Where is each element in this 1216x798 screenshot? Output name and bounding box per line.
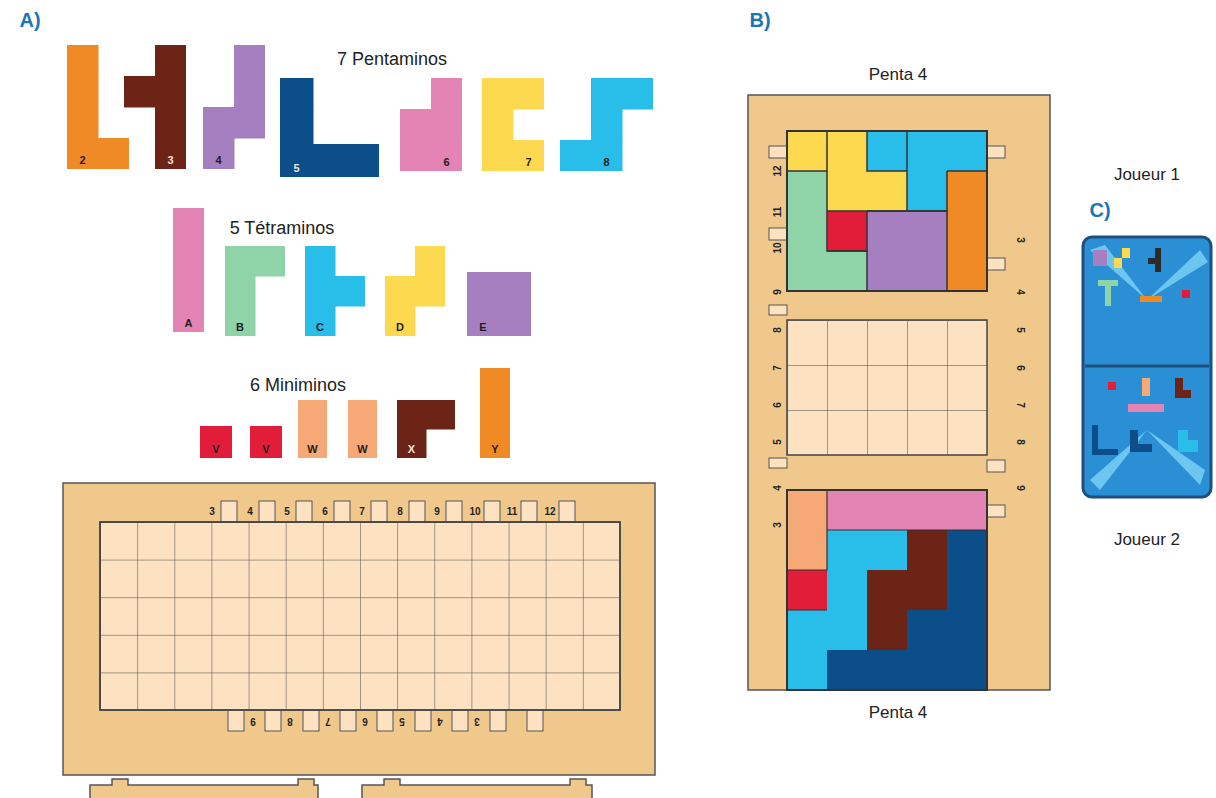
slot-number: 8 (772, 327, 783, 333)
slot-number: 5 (399, 716, 405, 727)
piece-letter: Y (480, 442, 510, 456)
piece-letter: 6 (431, 155, 462, 169)
section-heading: 6 Miniminos (250, 376, 346, 396)
puzzle-piece: 6 (400, 78, 462, 171)
slot-number: 5 (772, 439, 783, 445)
piece-letter: 5 (280, 161, 313, 175)
puzzle-piece: D (385, 246, 445, 336)
slot-number: 10 (772, 242, 783, 253)
slot-number: 6 (772, 402, 783, 408)
slot-number: 8 (287, 716, 293, 727)
slot-number: 4 (772, 485, 783, 491)
panel-letter: C) (1089, 199, 1110, 221)
slot-number: 3 (474, 716, 480, 727)
slot-number: 3 (772, 522, 783, 528)
piece-letter: 7 (513, 155, 544, 169)
slot-number: 9 (250, 716, 256, 727)
penta-board (748, 95, 1050, 690)
puzzle-piece: B (225, 246, 285, 336)
game-box (1083, 237, 1211, 497)
puzzle-piece: 3 (124, 45, 186, 169)
piece-letter: W (298, 442, 327, 456)
slot-number: 3 (1015, 237, 1026, 243)
slot-number: 7 (325, 716, 331, 727)
puzzle-piece: Y (480, 368, 510, 458)
piece-letter: V (200, 442, 232, 456)
puzzle-piece: A (173, 208, 204, 332)
piece-shape (203, 45, 265, 169)
piece-letter: D (385, 320, 415, 334)
piece-letter: V (250, 442, 282, 456)
slot-number: 7 (772, 365, 783, 371)
piece-shape (400, 78, 462, 171)
slot-number: 6 (362, 716, 368, 727)
puzzle-piece: W (348, 400, 377, 458)
player-label: Joueur 2 (1114, 531, 1180, 550)
puzzle-piece: V (250, 426, 282, 458)
piece-shape (124, 45, 186, 169)
piece-letter: 8 (591, 155, 622, 169)
puzzle-piece: 8 (560, 78, 653, 171)
piece-shape (67, 45, 129, 169)
slot-number: 11 (772, 207, 783, 218)
puzzle-piece: 5 (280, 78, 379, 177)
slot-number: 8 (397, 506, 403, 517)
slot-number: 5 (284, 506, 290, 517)
puzzle-piece: 7 (482, 78, 544, 171)
slot-number: 8 (1015, 439, 1026, 445)
piece-letter: X (397, 442, 426, 456)
slot-number: 4 (247, 506, 253, 517)
piece-shape (385, 246, 445, 336)
slot-number: 6 (1015, 365, 1026, 371)
piece-letter: 2 (67, 153, 98, 167)
puzzle-piece: V (200, 426, 232, 458)
slot-number: 5 (1015, 327, 1026, 333)
slot-number: 6 (322, 506, 328, 517)
game-board (63, 483, 655, 798)
puzzle-piece: 4 (203, 45, 265, 169)
piece-letter: C (305, 320, 335, 334)
piece-shape (225, 246, 285, 336)
piece-letter: 4 (203, 153, 234, 167)
puzzle-piece: 2 (67, 45, 129, 169)
panel-letter: B) (749, 9, 770, 31)
slot-number: 7 (359, 506, 365, 517)
slot-number: 12 (772, 165, 783, 176)
piece-letter: W (348, 442, 377, 456)
board-title: Penta 4 (869, 66, 928, 85)
player-label: Joueur 1 (1114, 166, 1180, 185)
slot-number: 9 (1015, 485, 1026, 491)
piece-letter: B (225, 320, 255, 334)
slot-number: 10 (469, 506, 480, 517)
slot-number: 3 (209, 506, 215, 517)
piece-shape (482, 78, 544, 171)
slot-number: 11 (507, 506, 518, 517)
slot-number: 9 (772, 289, 783, 295)
puzzle-piece: E (467, 272, 531, 336)
slot-number: 7 (1015, 402, 1026, 408)
slot-number: 4 (437, 716, 443, 727)
piece-shape (397, 400, 455, 458)
board-title: Penta 4 (869, 704, 928, 723)
panel-letter: A) (19, 9, 40, 31)
section-heading: 7 Pentaminos (337, 50, 447, 70)
piece-letter: 3 (155, 153, 186, 167)
section-heading: 5 Tétraminos (230, 219, 335, 239)
piece-shape (305, 246, 365, 336)
slot-number: 9 (434, 506, 440, 517)
slot-number: 12 (544, 506, 555, 517)
puzzle-piece: W (298, 400, 327, 458)
puzzle-piece: X (397, 400, 455, 458)
puzzle-piece: C (305, 246, 365, 336)
piece-shape (173, 208, 204, 332)
slot-number: 4 (1015, 289, 1026, 295)
piece-letter: A (173, 316, 204, 330)
piece-letter: E (467, 320, 499, 334)
piece-shape (467, 272, 531, 336)
